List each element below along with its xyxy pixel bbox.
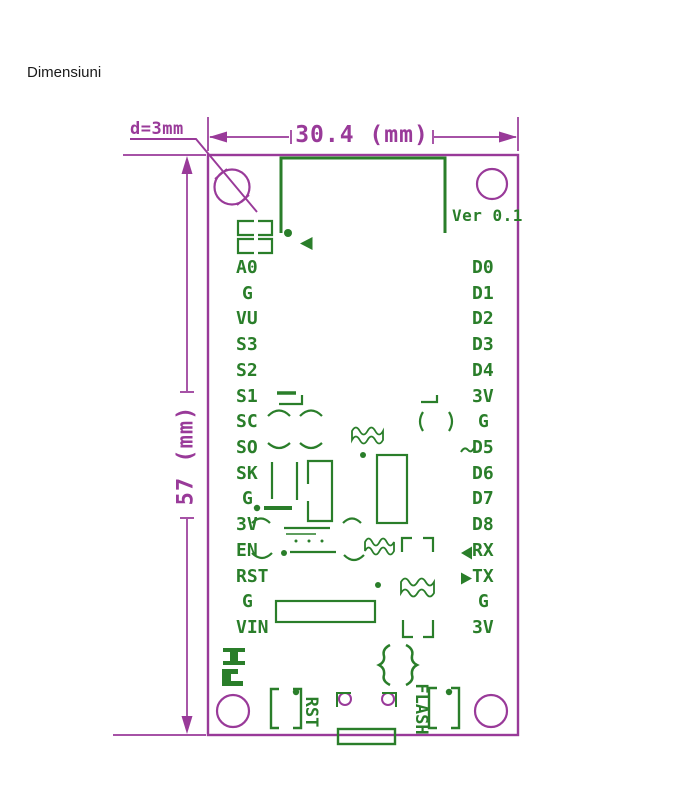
arrow-right-icon <box>499 131 517 143</box>
flash-button-brackets <box>427 686 461 730</box>
pin-label-left-sc: SC <box>236 411 258 432</box>
usb-connector-outline <box>336 727 397 746</box>
pin-label-right-d2: D2 <box>472 308 494 329</box>
silk-arcs-en <box>251 552 365 562</box>
right-triangle-icon <box>461 572 472 585</box>
silk-long-rect <box>274 599 377 624</box>
pin-label-right-d1: D1 <box>472 283 494 304</box>
mounting-hole-top-left-icon <box>213 168 251 206</box>
pin-label-right-d3: D3 <box>472 334 494 355</box>
pin-label-right-d8: D8 <box>472 514 494 535</box>
pin-label-left-s3: S3 <box>236 334 258 355</box>
chip-outline <box>375 453 409 525</box>
tilde-icon <box>460 447 475 453</box>
pin-label-right-d0: D0 <box>472 257 494 278</box>
pin-label-left-3v: 3V <box>236 514 258 535</box>
silk-dot-2 <box>253 504 261 512</box>
silkscreen-components-group <box>236 156 475 746</box>
silk-ibeam-component <box>223 648 245 665</box>
silk-corner-s1 <box>279 395 304 406</box>
pin-label-left-a0: A0 <box>236 257 258 278</box>
pin-label-left-s1: S1 <box>236 386 258 407</box>
arrow-up-icon <box>181 156 193 174</box>
board-outline-group <box>206 153 520 737</box>
silk-dot-4 <box>375 582 381 588</box>
width-extension-lines <box>207 117 519 151</box>
silk-dot-1 <box>360 452 366 458</box>
silk-l-component <box>222 669 243 686</box>
pin-label-right-d6: D6 <box>472 463 494 484</box>
usb-corner-marks <box>336 692 397 707</box>
silk-parentheses <box>418 411 454 432</box>
pin-label-right-rx: RX <box>472 540 494 561</box>
silk-arcs-3v <box>251 517 362 524</box>
resistor-footprint-1 <box>351 426 384 445</box>
resistor-footprint-2 <box>364 537 395 556</box>
flash-button-label: FLASH <box>411 683 431 735</box>
arrow-left-icon <box>209 131 227 143</box>
pin-label-right-g: G <box>478 411 489 432</box>
board-outline <box>206 153 520 737</box>
silk-dot-3 <box>281 550 287 556</box>
pin-label-right-d5: D5 <box>472 437 494 458</box>
height-extension-lines <box>113 154 206 736</box>
component-pads-top-left <box>236 219 274 255</box>
silkscreen-fills-group <box>222 229 472 696</box>
pin-label-left-vu: VU <box>236 308 258 329</box>
esp-module-outline <box>279 156 447 233</box>
silk-dot-antenna <box>284 229 292 237</box>
resistor-footprint-3 <box>400 577 435 598</box>
width-dimension-ticks <box>290 130 434 144</box>
silk-dot-rst <box>292 688 300 696</box>
mounting-hole-bottom-left-icon <box>215 693 251 729</box>
hole-leader-ticks <box>214 168 250 206</box>
dimension-arrowheads <box>181 131 517 734</box>
reset-button-label: RST <box>301 696 321 728</box>
silk-dot-flash <box>445 688 453 696</box>
pin-label-left-rst: RST <box>236 566 269 587</box>
silk-vertical-pads <box>270 462 299 500</box>
pin-label-right-3v: 3V <box>472 386 494 407</box>
mounting-hole-top-right-icon <box>475 167 509 201</box>
pin-label-left-g: G <box>242 591 253 612</box>
hole-leader-line <box>130 138 258 213</box>
silk-brace-right <box>405 643 420 687</box>
silk-pad-arcs <box>267 409 323 450</box>
silk-microdot-3 <box>320 539 324 543</box>
pin-label-right-d7: D7 <box>472 488 494 509</box>
silk-tall-rect <box>306 459 334 523</box>
pin-label-left-g: G <box>242 488 253 509</box>
pin-label-right-3v: 3V <box>472 617 494 638</box>
silk-microdot-1 <box>294 539 298 543</box>
pin-label-right-g: G <box>478 591 489 612</box>
dimension-hole-label: d=3mm <box>130 119 184 139</box>
arrow-down-icon <box>181 716 193 734</box>
silk-brace-left <box>376 643 391 687</box>
pin-label-left-so: SO <box>236 437 258 458</box>
height-dimension-ticks <box>180 391 194 519</box>
silk-microdot-2 <box>307 539 311 543</box>
pin-label-left-en: EN <box>236 540 258 561</box>
pin-label-right-d4: D4 <box>472 360 494 381</box>
left-triangle-icon <box>461 546 472 560</box>
pin-label-left-vin: VIN <box>236 617 269 638</box>
left-triangle-icon <box>300 237 313 250</box>
silk-corner-3v-right <box>421 395 439 404</box>
dimension-lines-group <box>113 117 519 736</box>
page-caption: Dimensiuni <box>27 64 102 81</box>
pin-label-left-sk: SK <box>236 463 258 484</box>
pin-label-left-s2: S2 <box>236 360 258 381</box>
pin-label-left-g: G <box>242 283 253 304</box>
silk-bracket-corners-top <box>400 536 435 552</box>
silk-bracket-corners-bottom <box>401 620 435 639</box>
pin-label-right-tx: TX <box>472 566 494 587</box>
mounting-hole-bottom-right-icon <box>473 693 509 729</box>
board-version-label: Ver 0.1 <box>452 206 523 225</box>
dimension-width-label: 30.4 (mm) <box>295 122 429 148</box>
